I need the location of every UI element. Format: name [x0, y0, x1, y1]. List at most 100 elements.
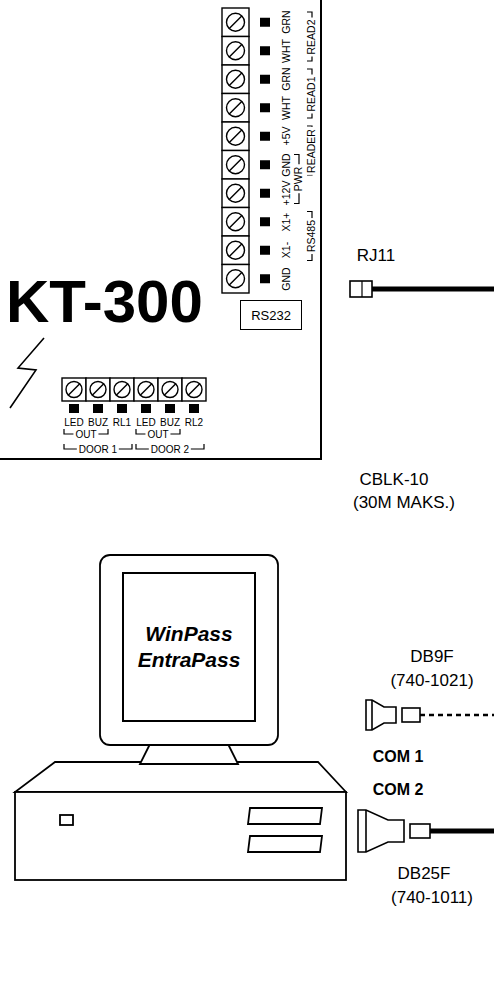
group-name: OUT — [145, 429, 170, 440]
pin-name: BUZ — [160, 417, 180, 428]
pin-name: RL2 — [185, 417, 203, 428]
terminal-screw — [227, 127, 245, 145]
screw-slot — [229, 16, 242, 29]
screw-slot — [229, 101, 242, 114]
screw-slot — [229, 215, 242, 228]
screw-slot — [229, 130, 242, 143]
terminal-screw — [186, 382, 202, 398]
node-label: WinPass EntraPass — [137, 621, 241, 674]
group-name: READ2 — [306, 17, 318, 56]
pin-name: WHT — [281, 96, 293, 120]
terminal-cell — [158, 378, 182, 401]
terminal-screw — [227, 13, 245, 31]
terminal-pin — [117, 404, 127, 413]
pin-name: GRN — [281, 68, 293, 91]
screw-slot — [229, 187, 242, 200]
terminal-cell — [222, 265, 249, 294]
break-symbol — [10, 338, 44, 408]
terminal-pin — [260, 132, 270, 141]
pin-name: LED — [64, 417, 83, 428]
terminal-cell — [134, 378, 158, 401]
terminal-cell — [222, 94, 249, 123]
pin-name: LED — [136, 417, 155, 428]
terminal-pin — [260, 46, 270, 55]
terminal-cell — [110, 378, 134, 401]
pin-name: WHT — [281, 39, 293, 63]
terminal-screw — [227, 184, 245, 202]
terminal-pin — [260, 75, 270, 84]
terminal-cell — [222, 236, 249, 265]
terminal-pin — [260, 274, 270, 283]
db25-connector — [358, 810, 494, 852]
reader-terminal-block — [222, 8, 270, 293]
pin-name: GND — [281, 153, 293, 176]
terminal-pin — [260, 160, 270, 169]
board-break — [10, 338, 44, 408]
terminal-cell — [182, 378, 206, 401]
screw-slot — [116, 384, 128, 396]
terminal-cell — [222, 65, 249, 94]
terminal-pin — [141, 404, 151, 413]
terminal-pin — [165, 404, 175, 413]
group-name: READER — [306, 127, 318, 175]
group-name: OUT — [73, 429, 98, 440]
terminal-cell — [222, 151, 249, 180]
port-box: RS232 — [240, 300, 302, 330]
screw-slot — [140, 384, 152, 396]
monitor-screen: WinPass EntraPass — [122, 572, 256, 722]
terminal-screw — [66, 382, 82, 398]
terminal-screw — [227, 99, 245, 117]
terminal-screw — [114, 382, 130, 398]
terminal-cell — [86, 378, 110, 401]
drive-bay — [248, 808, 322, 824]
terminal-pin — [69, 404, 79, 413]
controller-board: KT-300 RS232 — [0, 0, 322, 460]
computer — [15, 555, 346, 880]
terminal-pin — [260, 217, 270, 226]
terminal-cell — [62, 378, 86, 401]
power-led — [60, 815, 73, 825]
terminal-pin — [93, 404, 103, 413]
port-name: COM 2 — [373, 781, 424, 799]
terminal-screw — [227, 42, 245, 60]
node-label: KT-300 — [6, 272, 203, 332]
terminal-screw — [227, 70, 245, 88]
group-name: PWR — [293, 165, 305, 194]
db9-connector — [366, 700, 494, 730]
screw-slot — [188, 384, 200, 396]
terminal-screw — [90, 382, 106, 398]
terminal-cell — [222, 8, 249, 37]
case-front — [15, 792, 346, 880]
rj11-plug — [350, 281, 494, 297]
screw-slot — [229, 272, 242, 285]
screw-slot — [229, 244, 242, 257]
terminal-cell — [222, 208, 249, 237]
screw-slot — [68, 384, 80, 396]
group-name: DOOR 2 — [149, 444, 191, 455]
terminal-pin — [260, 18, 270, 27]
pin-name: +12V — [281, 181, 293, 206]
monitor — [100, 555, 278, 745]
pin-name: +5V — [281, 127, 293, 146]
connector-name: RJ11 — [357, 247, 395, 266]
screw-slot — [229, 158, 242, 171]
cable-note: (30M MAKS.) — [353, 494, 455, 513]
pin-name: X1+ — [281, 212, 293, 231]
label-brackets — [64, 12, 312, 449]
pin-name: GRN — [281, 11, 293, 34]
terminal-screw — [227, 270, 245, 288]
terminal-screw — [227, 213, 245, 231]
terminal-cell — [222, 122, 249, 151]
door-terminal-block — [62, 378, 206, 413]
screw-slot — [92, 384, 104, 396]
terminal-cell — [222, 37, 249, 66]
pin-name: BUZ — [88, 417, 108, 428]
group-name: DOOR 1 — [77, 444, 119, 455]
terminal-screw — [162, 382, 178, 398]
terminal-screw — [227, 241, 245, 259]
pin-name: RL1 — [113, 417, 131, 428]
cable-name: CBLK-10 — [360, 471, 429, 490]
screw-slot — [229, 44, 242, 57]
screw-slot — [229, 73, 242, 86]
